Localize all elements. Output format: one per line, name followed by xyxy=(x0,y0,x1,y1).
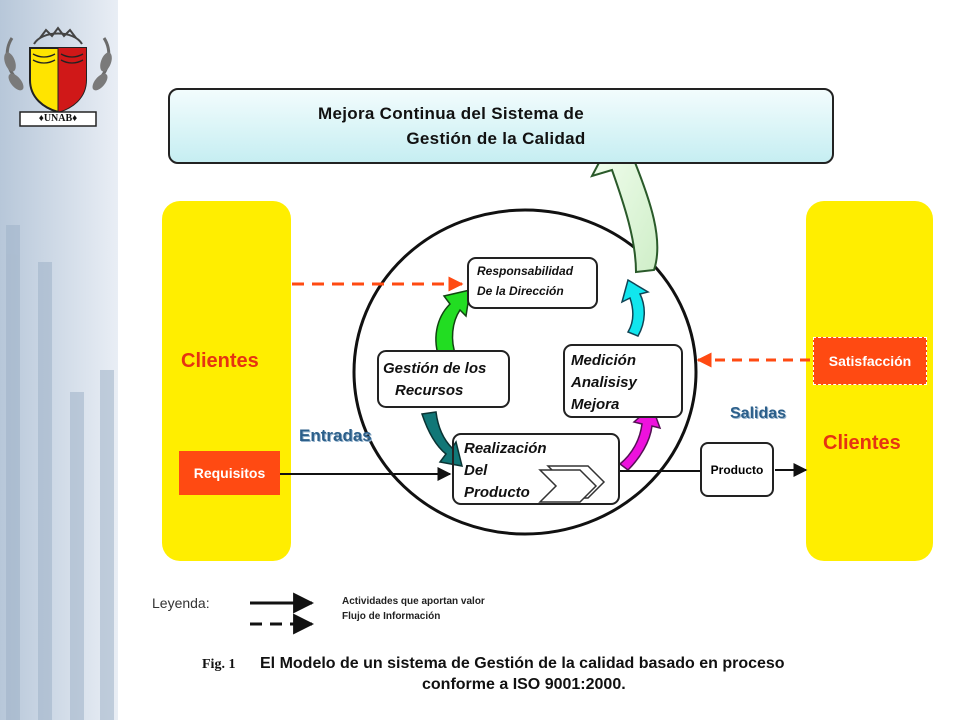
title-line-2: Gestión de la Calidad xyxy=(406,129,586,148)
cyan-cycle-arrow xyxy=(620,278,650,337)
measurement-analysis-box: Medición Analisisy Mejora xyxy=(563,344,683,418)
legend-dashed-text: Flujo de Información xyxy=(342,611,441,622)
measurement-line-3: Mejora xyxy=(571,396,620,413)
requirements-box: Requisitos xyxy=(179,451,280,495)
title-line-1: Mejora Continua del Sistema de xyxy=(318,104,584,123)
chevron-arrow-icon xyxy=(538,465,606,503)
outputs-label: Salidas xyxy=(730,405,787,422)
realization-line-3: Producto xyxy=(464,484,530,501)
caption-line-2: conforme a ISO 9001:2000. xyxy=(422,676,626,693)
responsibility-line-2: De la Dirección xyxy=(477,284,564,298)
legend-label: Leyenda: xyxy=(152,595,210,611)
resource-management-box: Gestión de los Recursos xyxy=(377,350,510,408)
legend-solid-text: Actividades que aportan valor xyxy=(342,596,485,607)
title-box: Mejora Continua del Sistema de Gestión d… xyxy=(168,88,834,164)
process-cycle-circle xyxy=(352,208,698,536)
right-clients-label: Clientes xyxy=(823,432,901,454)
resources-line-1: Gestión de los xyxy=(383,360,487,377)
caption-line-1: El Modelo de un sistema de Gestión de la… xyxy=(260,655,785,672)
management-responsibility-box: Responsabilidad De la Dirección xyxy=(467,257,598,309)
measurement-line-1: Medición xyxy=(571,352,637,369)
logo-text: ♦UNAB♦ xyxy=(38,113,78,124)
building-bars xyxy=(6,225,114,720)
product-box: Producto xyxy=(700,442,774,497)
resources-line-2: Recursos xyxy=(395,382,464,399)
inputs-label: Entradas xyxy=(299,426,372,445)
responsibility-line-1: Responsabilidad xyxy=(477,264,574,278)
product-realization-box: Realización Del Producto xyxy=(452,433,620,505)
caption-fig-label: Fig. 1 xyxy=(202,657,236,672)
satisfaction-box: Satisfacción xyxy=(813,337,927,385)
left-clients-label: Clientes xyxy=(181,350,259,372)
unab-logo xyxy=(4,26,112,127)
measurement-line-2: Analisisy xyxy=(571,374,637,391)
realization-line-2: Del xyxy=(464,462,488,479)
left-clients-panel xyxy=(162,201,291,561)
realization-line-1: Realización xyxy=(464,440,547,457)
